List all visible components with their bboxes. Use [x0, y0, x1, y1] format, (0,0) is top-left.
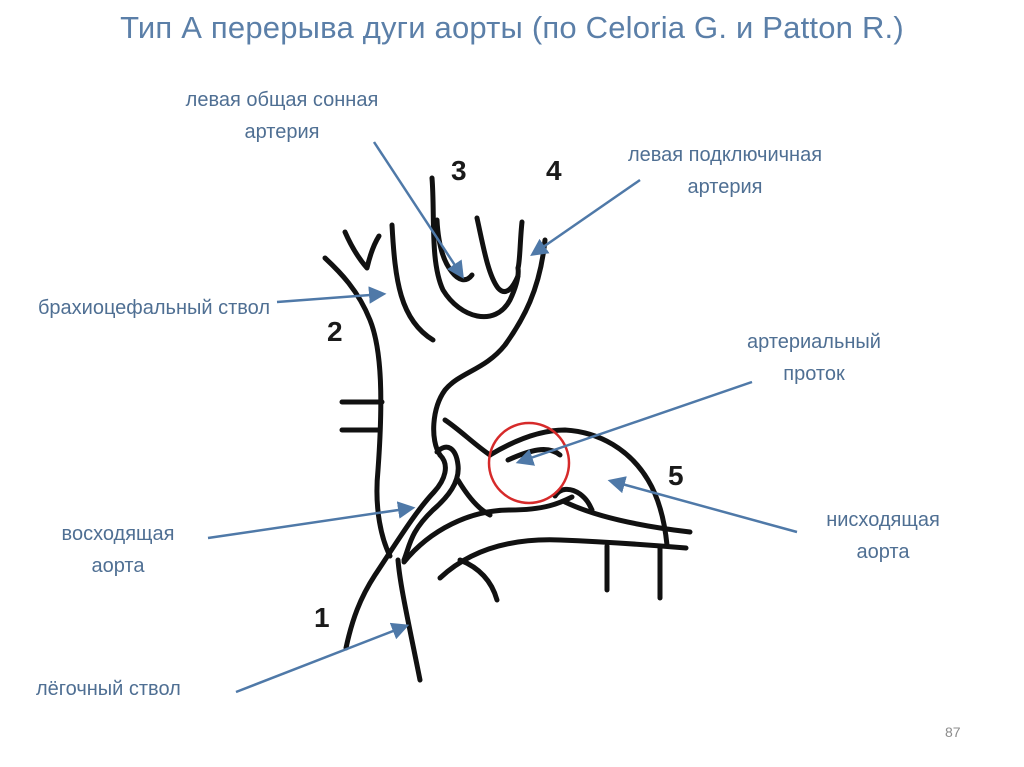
vessel-carotid-right — [477, 218, 518, 292]
arrow-ductus — [519, 382, 752, 462]
arrow-carotid — [374, 142, 462, 276]
vessel-ascending-left — [346, 455, 445, 648]
label-left-common-carotid: левая общая сонная артерия — [182, 84, 382, 148]
vessel-number-2: 2 — [327, 316, 343, 348]
vessel-pulmonary-left — [398, 560, 420, 680]
vessel-right-branch-outer — [325, 258, 390, 556]
label-descending-aorta: нисходящая аорта — [798, 504, 968, 568]
vessel-right-branch-v — [345, 232, 379, 268]
label-brachiocephalic: брахиоцефальный ствол — [36, 292, 272, 324]
label-ductus: артериальный проток — [716, 326, 912, 390]
vessel-subclavian-left — [432, 178, 518, 317]
arrow-brachiocephalic — [277, 294, 383, 302]
vessel-number-1: 1 — [314, 602, 330, 634]
page-number: 87 — [945, 724, 961, 740]
label-left-subclavian: левая подключичная артерия — [590, 139, 860, 203]
vessel-pulmonary-curve — [404, 497, 572, 562]
vessel-brachiocephalic-inner — [392, 225, 433, 340]
label-ascending-aorta: восходящая аорта — [33, 518, 203, 582]
vessel-ascending-inner — [404, 447, 458, 560]
vessel-arch-upper — [490, 430, 667, 545]
vessel-right-pa — [460, 560, 497, 600]
annotation-arrows — [208, 142, 797, 692]
vessel-number-4: 4 — [546, 155, 562, 187]
vessel-carotid-outer — [518, 222, 522, 268]
arrow-pulmonary — [236, 626, 406, 692]
vessel-descending-lower — [565, 502, 690, 532]
vessel-number-5: 5 — [668, 460, 684, 492]
label-pulmonary-trunk: лёгочный ствол — [36, 673, 236, 705]
vessel-pulmonary-upper — [458, 480, 490, 515]
vessel-carotid-left — [437, 220, 472, 280]
vessel-number-3: 3 — [451, 155, 467, 187]
